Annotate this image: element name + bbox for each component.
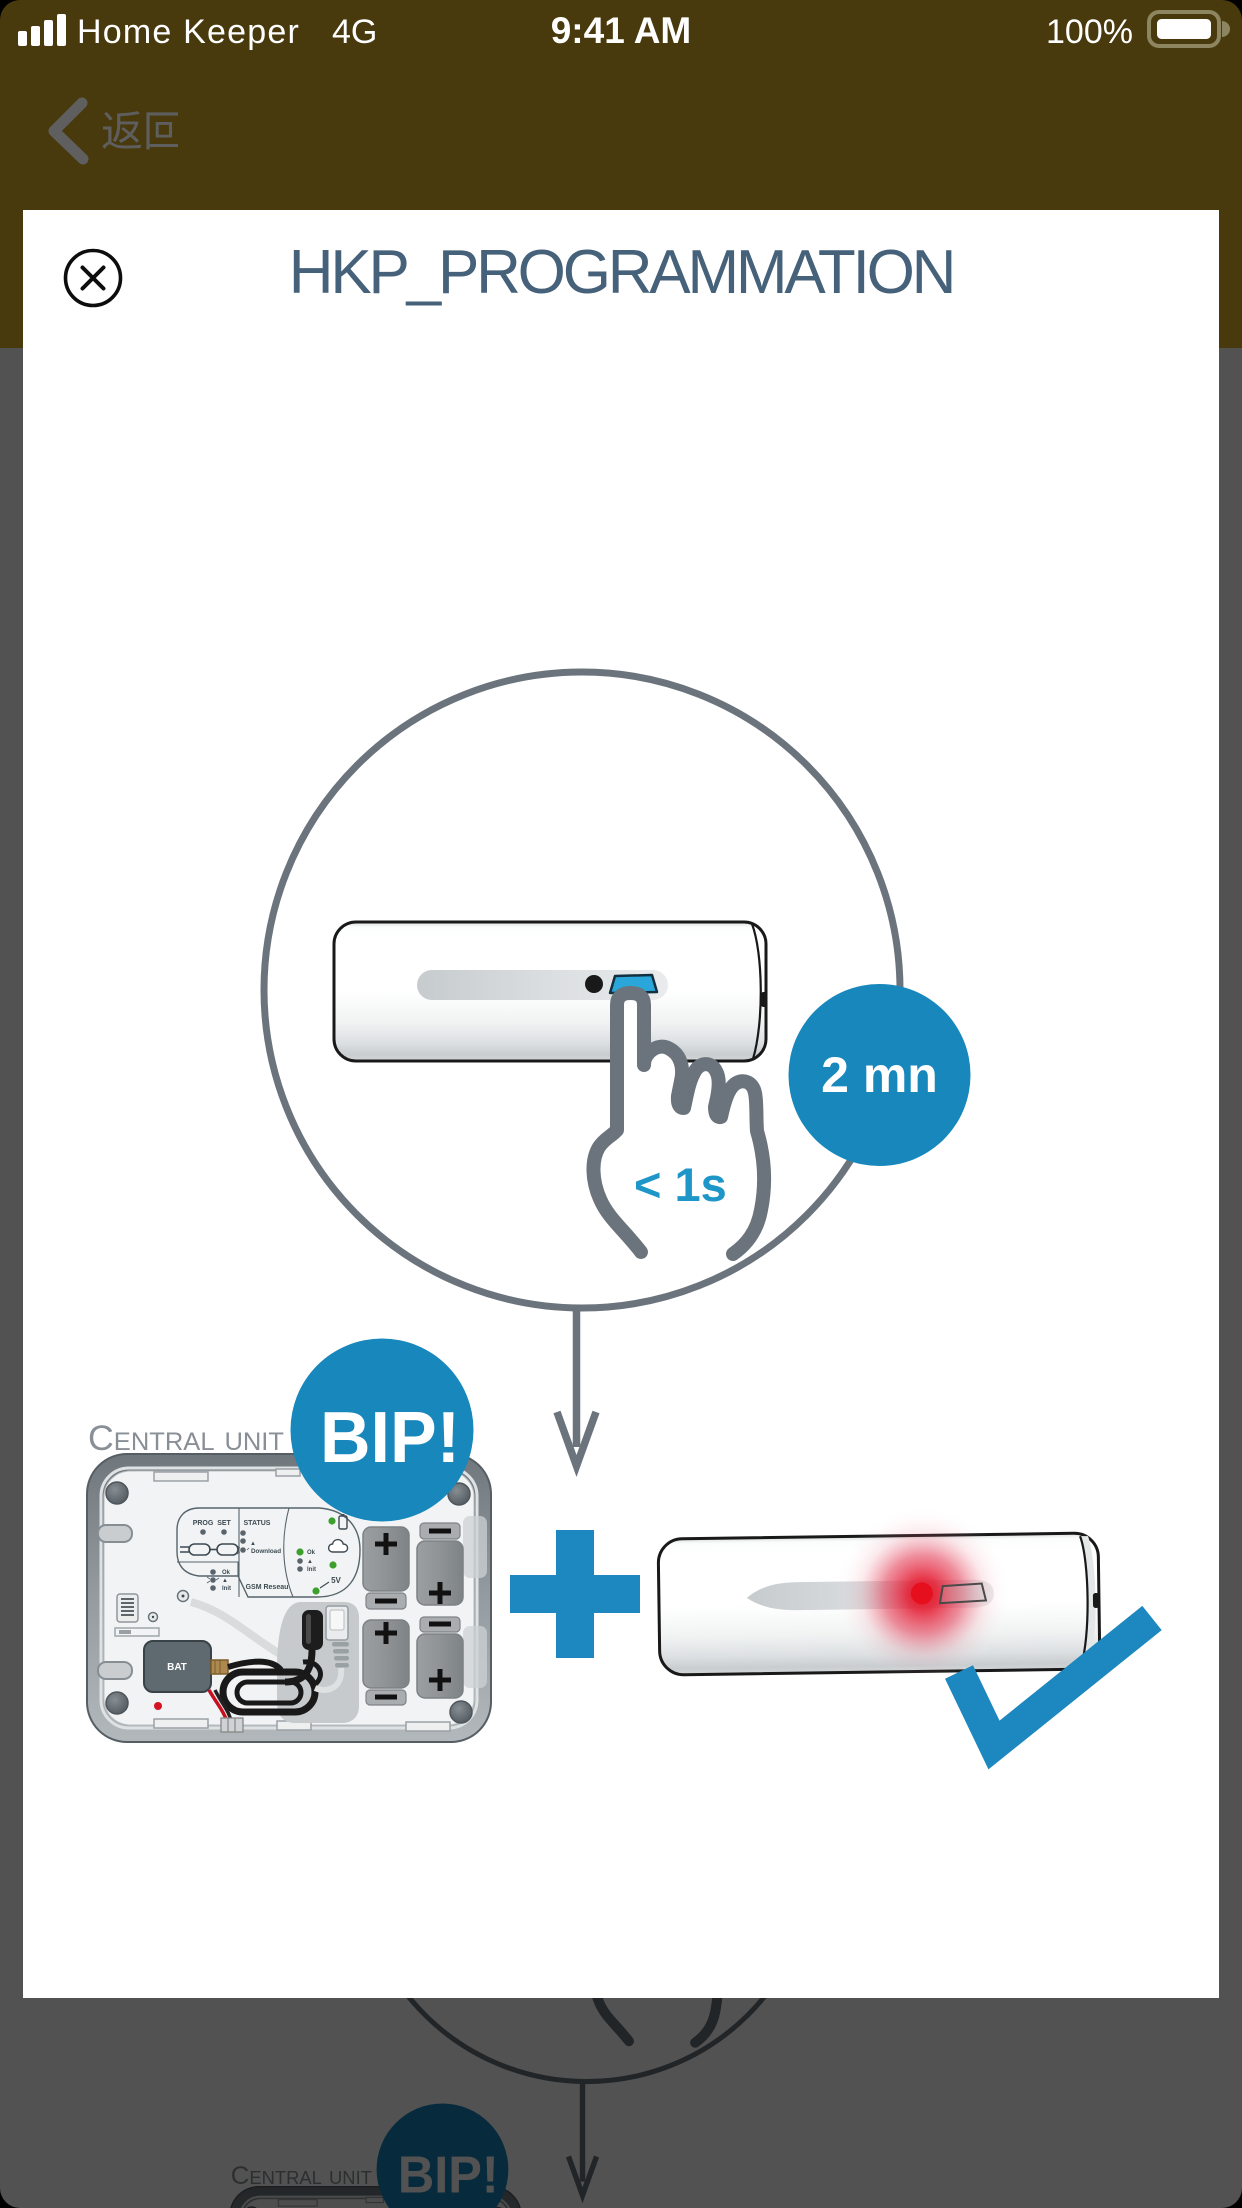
svg-text:返回: 返回: [101, 108, 178, 155]
